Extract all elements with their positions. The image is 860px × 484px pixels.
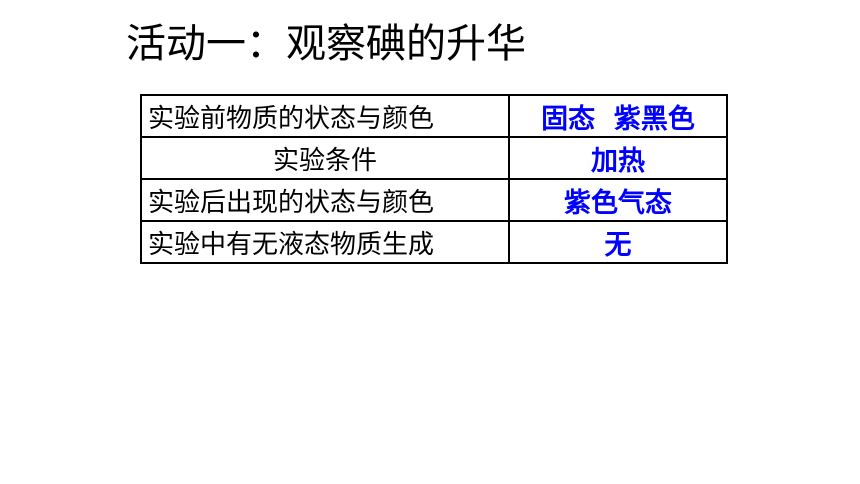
row-label-before-state: 实验前物质的状态与颜色 [140, 94, 510, 138]
row-label-liquid: 实验中有无液态物质生成 [140, 220, 510, 264]
row-label-condition: 实验条件 [140, 136, 510, 180]
row-label-after-state: 实验后出现的状态与颜色 [140, 178, 510, 222]
table-row: 实验前物质的状态与颜色 固态 紫黑色 [140, 94, 728, 138]
slide-title: 活动一：观察碘的升华 [126, 21, 526, 67]
observation-table: 实验前物质的状态与颜色 固态 紫黑色 实验条件 加热 实验后出现的状态与颜色 紫… [140, 94, 728, 264]
row-value-liquid: 无 [508, 220, 728, 264]
row-value-after-state: 紫色气态 [508, 178, 728, 222]
table-row: 实验中有无液态物质生成 无 [140, 220, 728, 264]
row-value-condition: 加热 [508, 136, 728, 180]
table-row: 实验后出现的状态与颜色 紫色气态 [140, 178, 728, 222]
row-value-before-state: 固态 紫黑色 [508, 94, 728, 138]
table-row: 实验条件 加热 [140, 136, 728, 180]
